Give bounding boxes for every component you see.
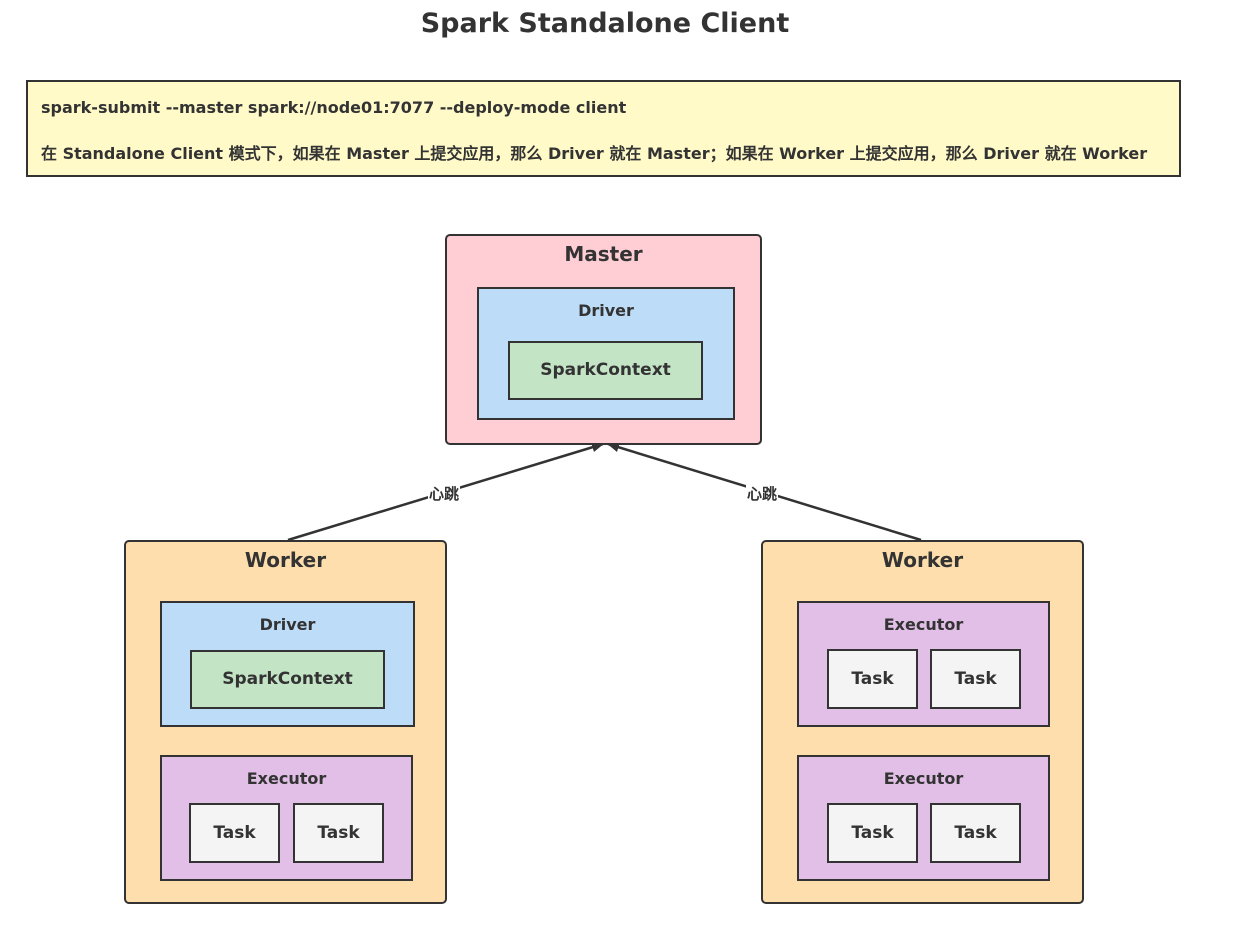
task-label: Task: [851, 823, 894, 843]
diagram-title: Spark Standalone Client: [420, 8, 790, 39]
driver-label: Driver: [578, 301, 634, 320]
worker-left-executor: Executor Task Task: [160, 755, 413, 881]
task-label: Task: [213, 823, 256, 843]
worker-left-spark-context: SparkContext: [190, 650, 385, 709]
worker-right-executor-2: Executor Task Task: [797, 755, 1050, 881]
task-label: Task: [954, 669, 997, 689]
master-label: Master: [564, 242, 643, 266]
task-box: Task: [827, 649, 918, 709]
task-box: Task: [930, 649, 1021, 709]
worker-node-left: Worker Driver SparkContext Executor Task…: [124, 540, 447, 904]
executor-label: Executor: [883, 615, 964, 634]
heartbeat-label-right: 心跳: [746, 485, 779, 503]
task-label: Task: [954, 823, 997, 843]
worker-label: Worker: [244, 548, 327, 572]
task-box: Task: [930, 803, 1021, 863]
master-spark-context: SparkContext: [508, 341, 703, 400]
spark-context-label: SparkContext: [540, 360, 671, 380]
driver-label: Driver: [259, 615, 316, 634]
task-label: Task: [317, 823, 360, 843]
executor-label: Executor: [246, 769, 327, 788]
heartbeat-label-left: 心跳: [428, 485, 461, 503]
task-box: Task: [293, 803, 384, 863]
note-description: 在 Standalone Client 模式下，如果在 Master 上提交应用…: [41, 144, 1148, 163]
executor-label: Executor: [883, 769, 964, 788]
worker-right-executor-1: Executor Task Task: [797, 601, 1050, 727]
task-box: Task: [189, 803, 280, 863]
worker-label: Worker: [881, 548, 964, 572]
worker-node-right: Worker Executor Task Task Executor Task …: [761, 540, 1084, 904]
task-box: Task: [827, 803, 918, 863]
submit-command: spark-submit --master spark://node01:707…: [41, 98, 627, 117]
worker-left-driver: Driver SparkContext: [160, 601, 415, 727]
note-box: spark-submit --master spark://node01:707…: [26, 80, 1181, 177]
master-driver: Driver SparkContext: [477, 287, 735, 420]
master-node: Master Driver SparkContext: [445, 234, 762, 445]
task-label: Task: [851, 669, 894, 689]
spark-context-label: SparkContext: [222, 669, 353, 689]
